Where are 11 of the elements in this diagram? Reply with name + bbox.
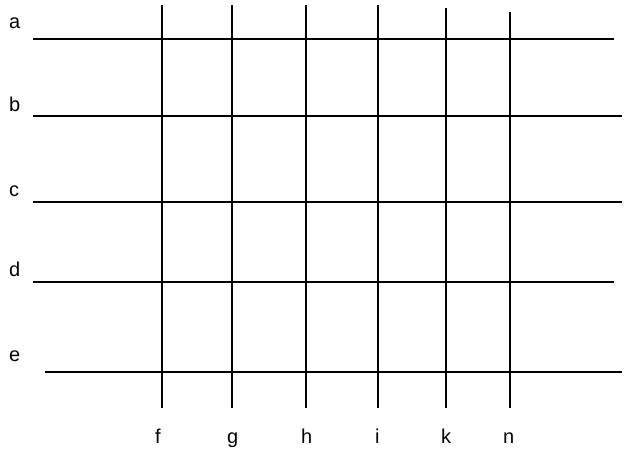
line-label: e [9,345,20,365]
line-label: i [375,427,380,447]
line-label: c [9,180,19,200]
line-label: b [9,95,20,115]
line-label: g [227,427,238,447]
line-label: h [301,427,312,447]
line-label: d [9,260,20,280]
line-label: f [155,427,161,447]
line-label: k [441,427,451,447]
line-label: n [503,427,514,447]
line-label: a [9,12,20,32]
